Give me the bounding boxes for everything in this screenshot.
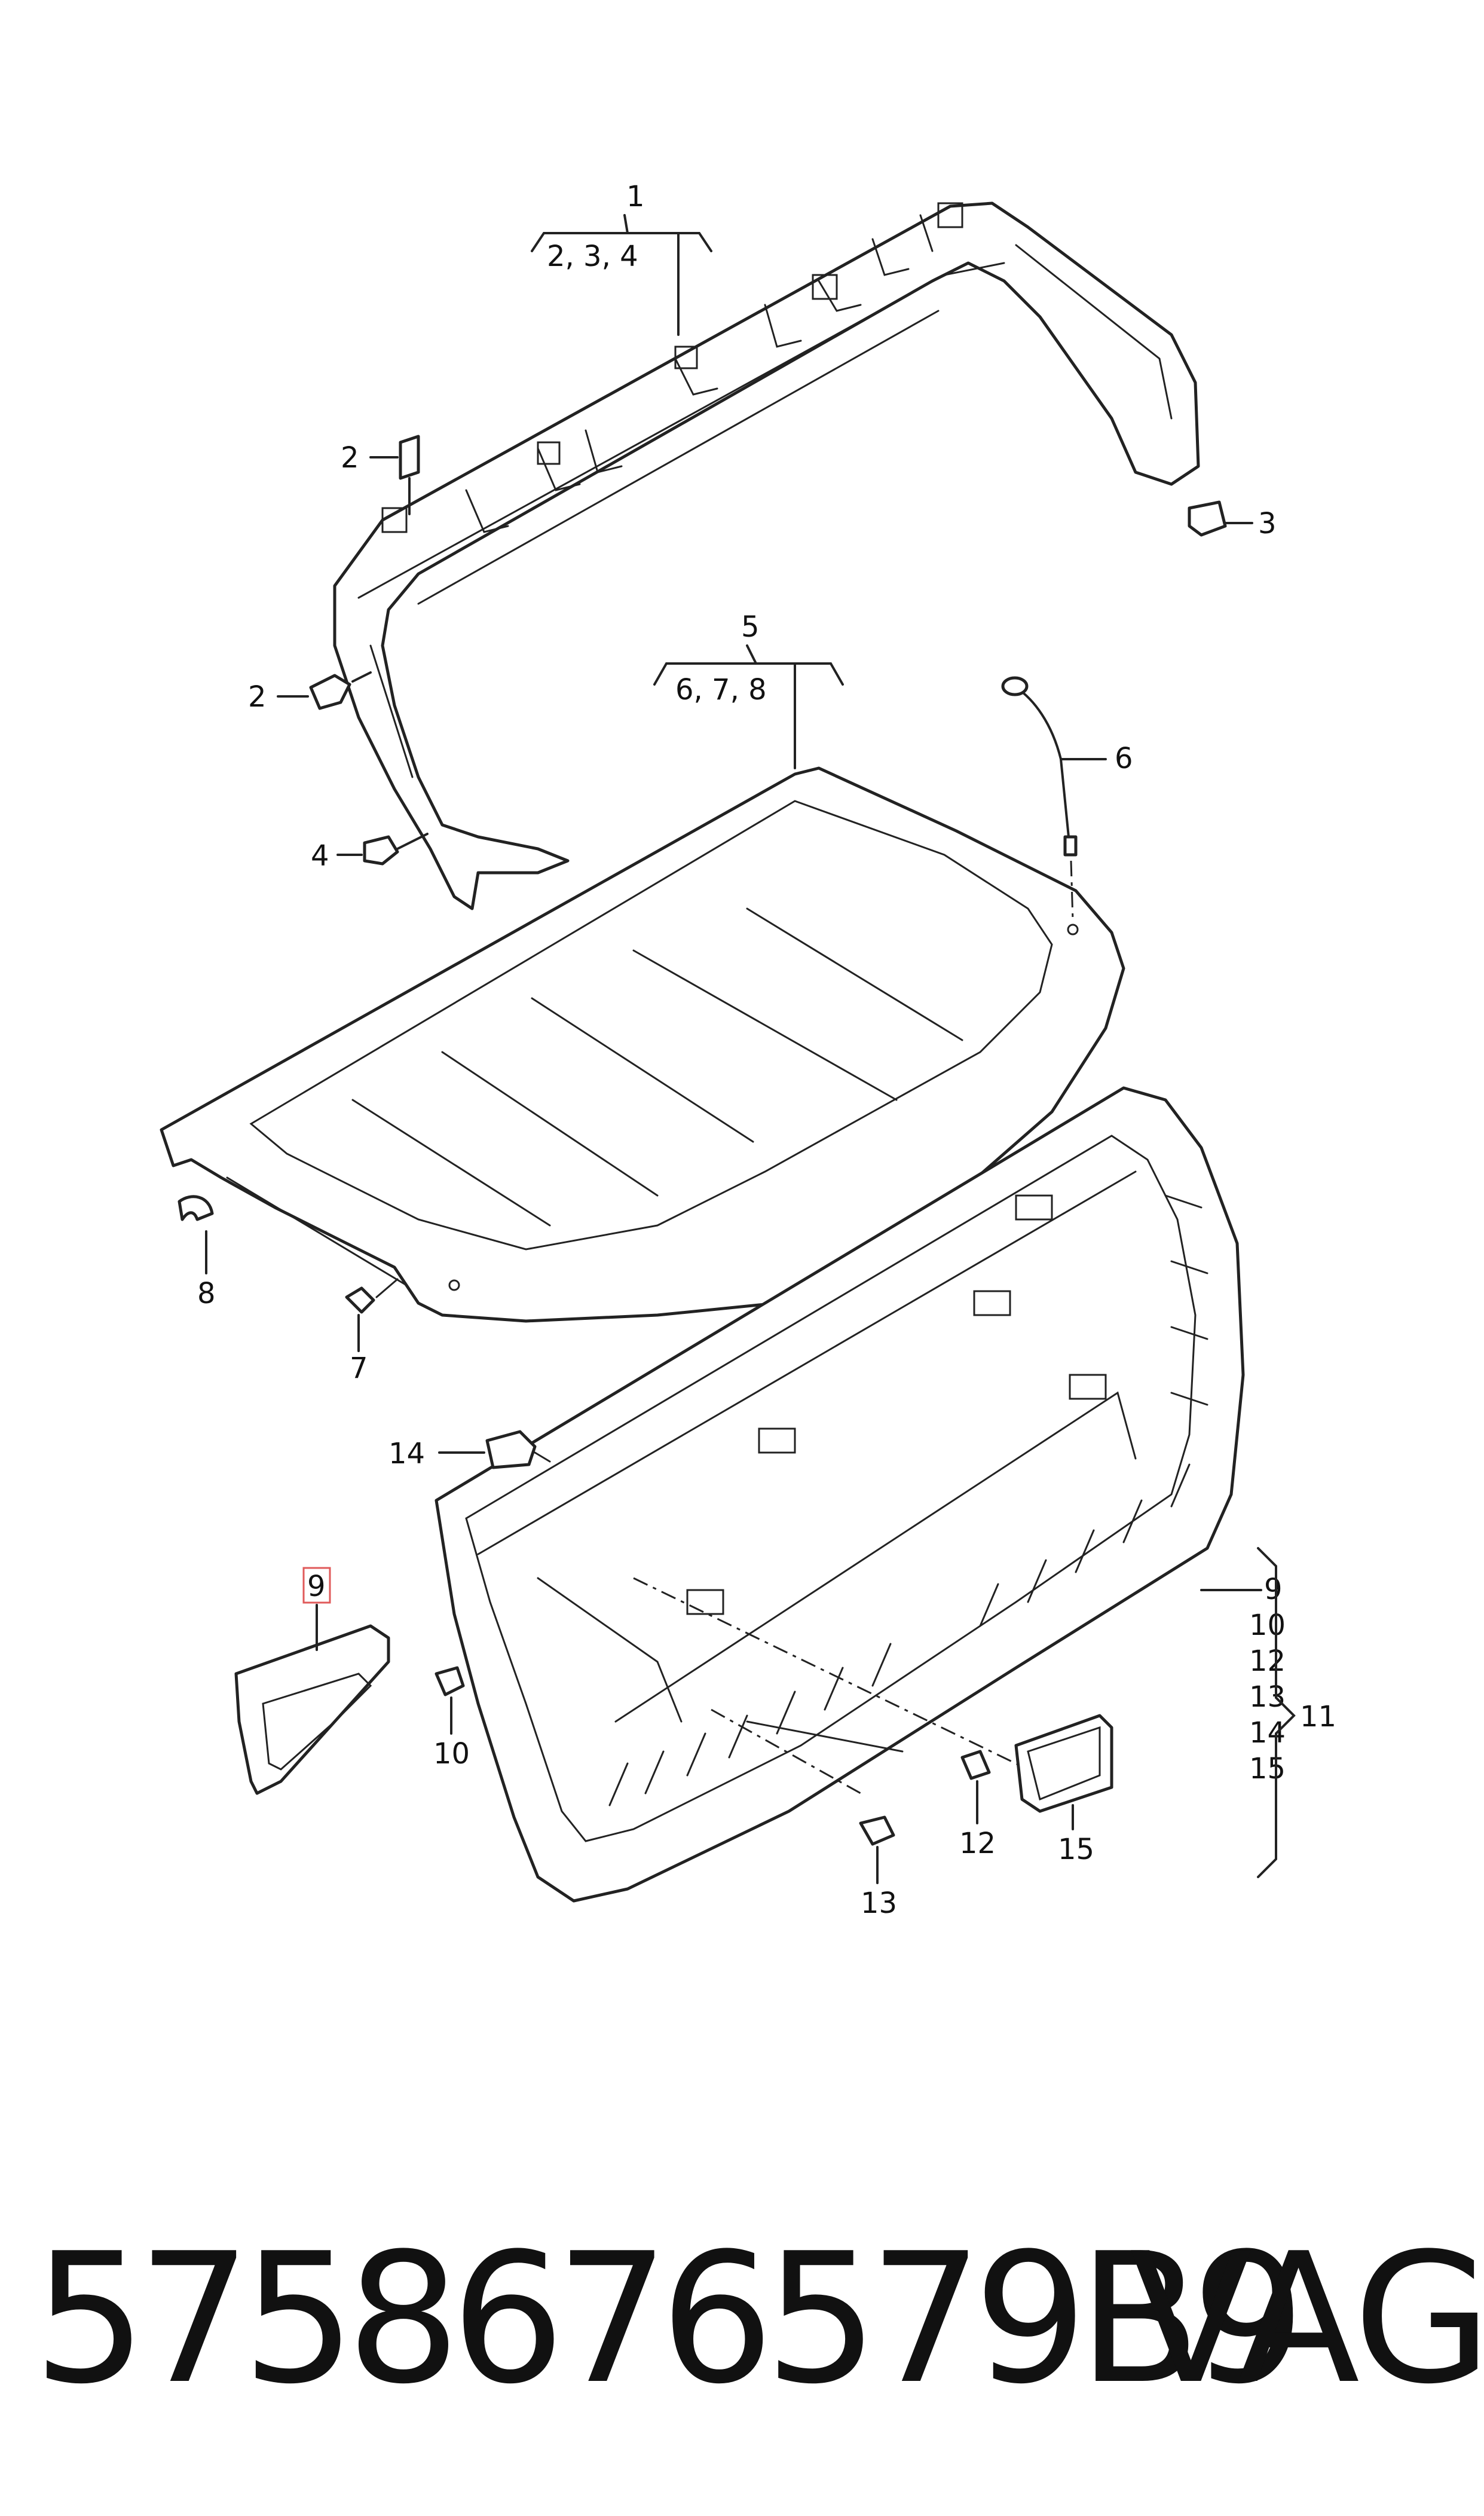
callout-9-label: 9 bbox=[307, 1570, 326, 1603]
callout-2b-label: 2 bbox=[248, 680, 267, 714]
callout-12-label: 12 bbox=[959, 1827, 996, 1860]
callout-11-item-15: 15 bbox=[1249, 1752, 1286, 1786]
callout-6-label: 6 bbox=[1115, 742, 1133, 775]
clip-2-upper: 2 bbox=[341, 435, 420, 515]
part-number: 5758676579B9 bbox=[33, 2215, 1305, 2423]
callout-5-sub-label: 6, 7, 8 bbox=[675, 673, 767, 707]
callout-8-label: 8 bbox=[197, 1277, 216, 1310]
clip-2-lower: 2 bbox=[248, 671, 372, 714]
callout-1-sub-label: 2, 3, 4 bbox=[547, 240, 638, 273]
boot-lid-trim bbox=[435, 1086, 1245, 1903]
callout-7-label: 7 bbox=[350, 1352, 368, 1385]
callout-11-item-10: 10 bbox=[1249, 1609, 1286, 1642]
callout-11-item-9: 9 bbox=[1264, 1573, 1283, 1606]
frame-clip-tabs bbox=[381, 202, 963, 533]
callout-11-item-13: 13 bbox=[1249, 1680, 1286, 1714]
clip-8: 8 bbox=[178, 1195, 216, 1310]
clip-3: 3 bbox=[1188, 500, 1277, 540]
side-panel-9: 9 bbox=[234, 1567, 390, 1795]
callout-2a-label: 2 bbox=[341, 441, 359, 475]
callout-1-label: 1 bbox=[626, 180, 645, 213]
callout-5: 5 6, 7, 8 bbox=[653, 610, 844, 769]
trim-ribs bbox=[608, 1194, 1208, 1806]
callout-5-label: 5 bbox=[741, 610, 760, 644]
shelf-strap-6: 6 bbox=[1001, 676, 1133, 921]
buffer-14: 14 bbox=[388, 1430, 551, 1471]
callout-3-label: 3 bbox=[1258, 507, 1277, 540]
callout-11-item-14: 14 bbox=[1249, 1716, 1286, 1750]
clip-12: 12 bbox=[959, 1750, 996, 1860]
clip-4: 4 bbox=[311, 833, 429, 873]
footer: 5758676579B9 VAG bbox=[0, 2212, 1484, 2427]
callout-15-label: 15 bbox=[1058, 1833, 1094, 1866]
callout-4-label: 4 bbox=[311, 839, 329, 873]
callout-11-item-12: 12 bbox=[1249, 1644, 1286, 1678]
callout-14-label: 14 bbox=[388, 1437, 425, 1471]
bracket-15: 15 bbox=[1014, 1714, 1113, 1866]
callout-9-highlight-box bbox=[302, 1567, 331, 1604]
clip-7: 7 bbox=[345, 1278, 399, 1385]
callout-10-label: 10 bbox=[433, 1737, 470, 1771]
window-frame-trim bbox=[333, 201, 1200, 910]
clip-13: 13 bbox=[859, 1815, 897, 1920]
clip-10: 10 bbox=[433, 1666, 470, 1771]
callout-13-label: 13 bbox=[861, 1887, 897, 1920]
callout-11-label: 11 bbox=[1300, 1700, 1336, 1734]
brand-label: VAG bbox=[1130, 2215, 1484, 2423]
callout-11: 9 10 12 13 14 15 11 bbox=[1200, 1547, 1336, 1878]
callout-1: 1 2, 3, 4 bbox=[531, 180, 712, 336]
